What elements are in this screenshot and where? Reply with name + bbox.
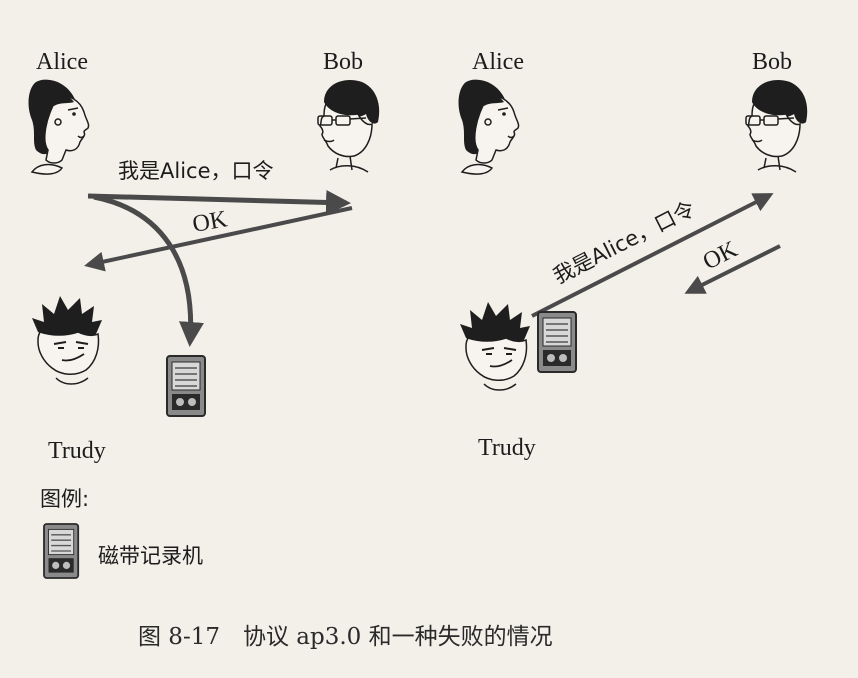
left-trudy-icon bbox=[31, 295, 103, 385]
right-panel: Alice Bob 我是Alice，口令 OK Trudy bbox=[457, 49, 808, 461]
right-bob-icon bbox=[745, 79, 808, 173]
figure-caption: 图 8-17 协议 ap3.0 和一种失败的情况 bbox=[138, 624, 553, 650]
right-trudy-icon bbox=[459, 301, 531, 391]
left-panel: Alice Bob 我是Alice，口令 OK Trudy bbox=[27, 49, 380, 464]
right-reply-arrow bbox=[684, 244, 781, 294]
legend-tape-recorder-label: 磁带记录机 bbox=[98, 544, 203, 568]
left-alice-icon bbox=[27, 78, 90, 175]
left-reply-arrow bbox=[84, 206, 353, 272]
right-bob-label: Bob bbox=[752, 49, 792, 75]
left-eavesdrop-arrow bbox=[93, 194, 204, 347]
legend: 图例: 磁带记录机 bbox=[40, 487, 203, 579]
legend-title: 图例: bbox=[40, 487, 89, 511]
right-tape-recorder-icon bbox=[537, 311, 577, 373]
left-trudy-label: Trudy bbox=[48, 438, 106, 464]
right-trudy-label: Trudy bbox=[478, 435, 536, 461]
right-alice-icon bbox=[457, 78, 520, 175]
legend-tape-recorder-icon bbox=[43, 523, 80, 579]
right-replay-arrow bbox=[531, 193, 774, 318]
left-message-arrow bbox=[87, 189, 351, 215]
left-tape-recorder-icon bbox=[166, 355, 206, 417]
left-message-text: 我是Alice，口令 bbox=[118, 159, 274, 183]
left-bob-icon bbox=[317, 79, 380, 173]
left-reply-text: OK bbox=[191, 206, 230, 238]
left-alice-label: Alice bbox=[36, 49, 88, 75]
left-bob-label: Bob bbox=[323, 49, 363, 75]
right-alice-label: Alice bbox=[472, 49, 524, 75]
